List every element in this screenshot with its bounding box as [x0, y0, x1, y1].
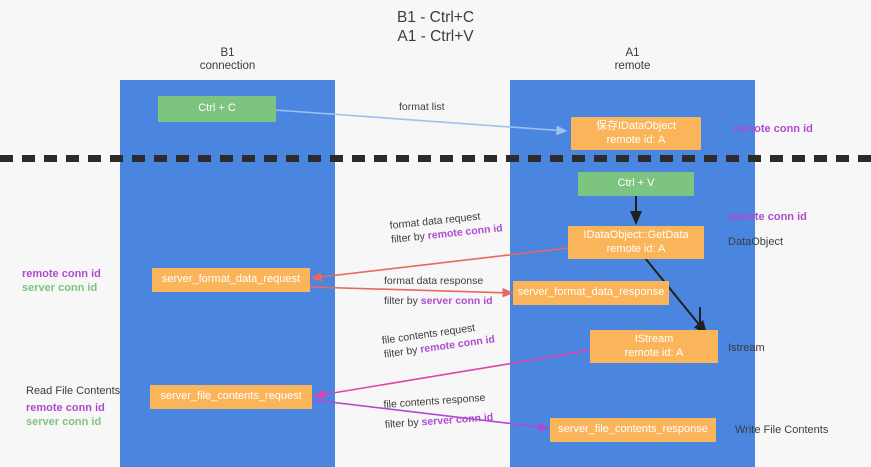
- filter-key-server-conn-id: server conn id: [420, 295, 493, 307]
- edge-label-format-data-response: format data response filter by server co…: [384, 274, 493, 308]
- title-line-1: B1 - Ctrl+C: [396, 9, 475, 26]
- edge-label-format-data-response-text: format data response: [384, 275, 484, 287]
- annotation-right-istream: Istream: [728, 342, 765, 354]
- edge-label-file-contents-request: file contents request filter by remote c…: [381, 318, 496, 361]
- section-divider: [0, 155, 871, 162]
- lane-header-b1: B1 connection: [120, 47, 335, 73]
- annotation-right-remote-conn-id-mid: remote conn id: [728, 211, 807, 223]
- annotation-right-dataobject: DataObject: [728, 236, 784, 248]
- filter-prefix: filter by: [390, 230, 429, 246]
- edge-label-file-contents-response-text: file contents response: [383, 391, 486, 411]
- box-ctrl-c[interactable]: Ctrl + C: [158, 96, 276, 122]
- box-idataobject-getdata-line1: IDataObject::GetData: [583, 229, 689, 241]
- edge-label-file-contents-response-filter: filter by server conn id: [384, 410, 493, 432]
- annotation-left-read-file-contents: Read File Contents: [26, 385, 121, 397]
- lane-header-b1-role: connection: [199, 60, 256, 72]
- lane-header-a1-role: remote: [614, 60, 651, 72]
- edge-label-format-data-response-filter: filter by server conn id: [384, 294, 493, 308]
- annotation-left-bottom-server-conn-id: server conn id: [26, 416, 102, 428]
- box-ctrl-c-label: Ctrl + C: [198, 102, 236, 115]
- filter-prefix: filter by: [383, 343, 422, 361]
- lane-header-a1: A1 remote: [510, 47, 755, 73]
- box-idataobject-getdata[interactable]: IDataObject::GetData remote id: A: [568, 226, 704, 259]
- box-server-file-contents-request-label: server_file_contents_request: [160, 390, 302, 403]
- box-save-idataobject-line2: remote id: A: [606, 133, 666, 146]
- box-save-idataobject[interactable]: 保存IDataObject remote id: A: [571, 117, 701, 150]
- annotation-left-bottom-remote-conn-id: remote conn id: [26, 402, 105, 414]
- filter-prefix: filter by: [384, 416, 422, 431]
- box-ctrl-v[interactable]: Ctrl + V: [578, 172, 694, 196]
- box-istream-line2: remote id: A: [624, 346, 684, 359]
- box-server-file-contents-response-label: server_file_contents_response: [558, 423, 708, 436]
- box-idataobject-getdata-line2: remote id: A: [606, 242, 666, 255]
- box-istream-line1: IStream: [634, 333, 674, 345]
- box-save-idataobject-line1: 保存IDataObject: [595, 120, 677, 132]
- edge-label-format-list-text: format list: [399, 101, 445, 113]
- box-server-format-data-response-label: server_format_data_response: [517, 286, 665, 299]
- box-istream[interactable]: IStream remote id: A: [590, 330, 718, 363]
- box-ctrl-v-label: Ctrl + V: [617, 177, 655, 190]
- box-server-file-contents-response[interactable]: server_file_contents_response: [550, 418, 716, 442]
- box-server-format-data-response[interactable]: server_format_data_response: [513, 281, 669, 305]
- annotation-left-server-conn-id: server conn id: [22, 282, 98, 294]
- box-server-format-data-request[interactable]: server_format_data_request: [152, 268, 310, 292]
- box-server-file-contents-request[interactable]: server_file_contents_request: [150, 385, 312, 409]
- lane-header-b1-name: B1: [220, 47, 235, 59]
- filter-key-server-conn-id: server conn id: [421, 411, 494, 429]
- lane-header-a1-name: A1: [625, 47, 640, 59]
- edge-label-format-data-request: format data request filter by remote con…: [389, 207, 503, 247]
- diagram-title: B1 - Ctrl+C A1 - Ctrl+V: [0, 8, 871, 46]
- box-server-format-data-request-label: server_format_data_request: [161, 273, 301, 286]
- filter-prefix: filter by: [384, 295, 421, 307]
- edge-label-format-list: format list: [399, 100, 445, 114]
- title-line-2: A1 - Ctrl+V: [397, 28, 474, 45]
- annotation-right-remote-conn-id-top: remote conn id: [734, 123, 813, 135]
- edge-label-file-contents-response: file contents response filter by server …: [383, 390, 494, 431]
- annotation-right-write-file-contents: Write File Contents: [735, 424, 829, 436]
- annotation-left-remote-conn-id: remote conn id: [22, 268, 101, 280]
